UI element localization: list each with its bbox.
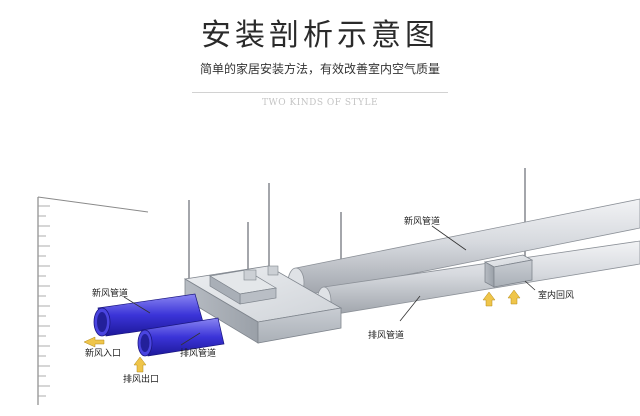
tagline: TWO KINDS OF STYLE: [261, 98, 379, 108]
exhaust-outlet-pipe: [137, 317, 225, 357]
label-exhaust-duct-left: 排风管道: [180, 347, 216, 359]
title-divider: [192, 92, 448, 93]
label-exhaust-duct-right: 排风管道: [368, 329, 404, 341]
ventilation-unit: [183, 265, 343, 344]
return-air-arrow-right-icon: [507, 289, 521, 305]
label-indoor-return: 室内回风: [538, 289, 574, 301]
label-exhaust-outlet: 排风出口: [123, 373, 159, 385]
airflow-arrows: [83, 289, 521, 373]
label-fresh-duct-inlet: 新风管道: [92, 287, 128, 299]
label-fresh-inlet: 新风入口: [85, 347, 121, 359]
fresh-inlet-arrow-icon: [83, 336, 105, 348]
label-fresh-duct-main: 新风管道: [404, 215, 440, 227]
page-subtitle: 简单的家居安装方法，有效改善室内空气质量: [199, 62, 440, 76]
return-air-arrow-left-icon: [482, 291, 496, 307]
page-title: 安装剖析示意图: [201, 18, 439, 53]
indoor-return-box: [483, 254, 534, 288]
wall-ruler-ticks: [38, 205, 50, 397]
exhaust-outlet-arrow-icon: [133, 356, 147, 373]
wall: [37, 196, 149, 405]
leader-lines: [123, 225, 536, 346]
